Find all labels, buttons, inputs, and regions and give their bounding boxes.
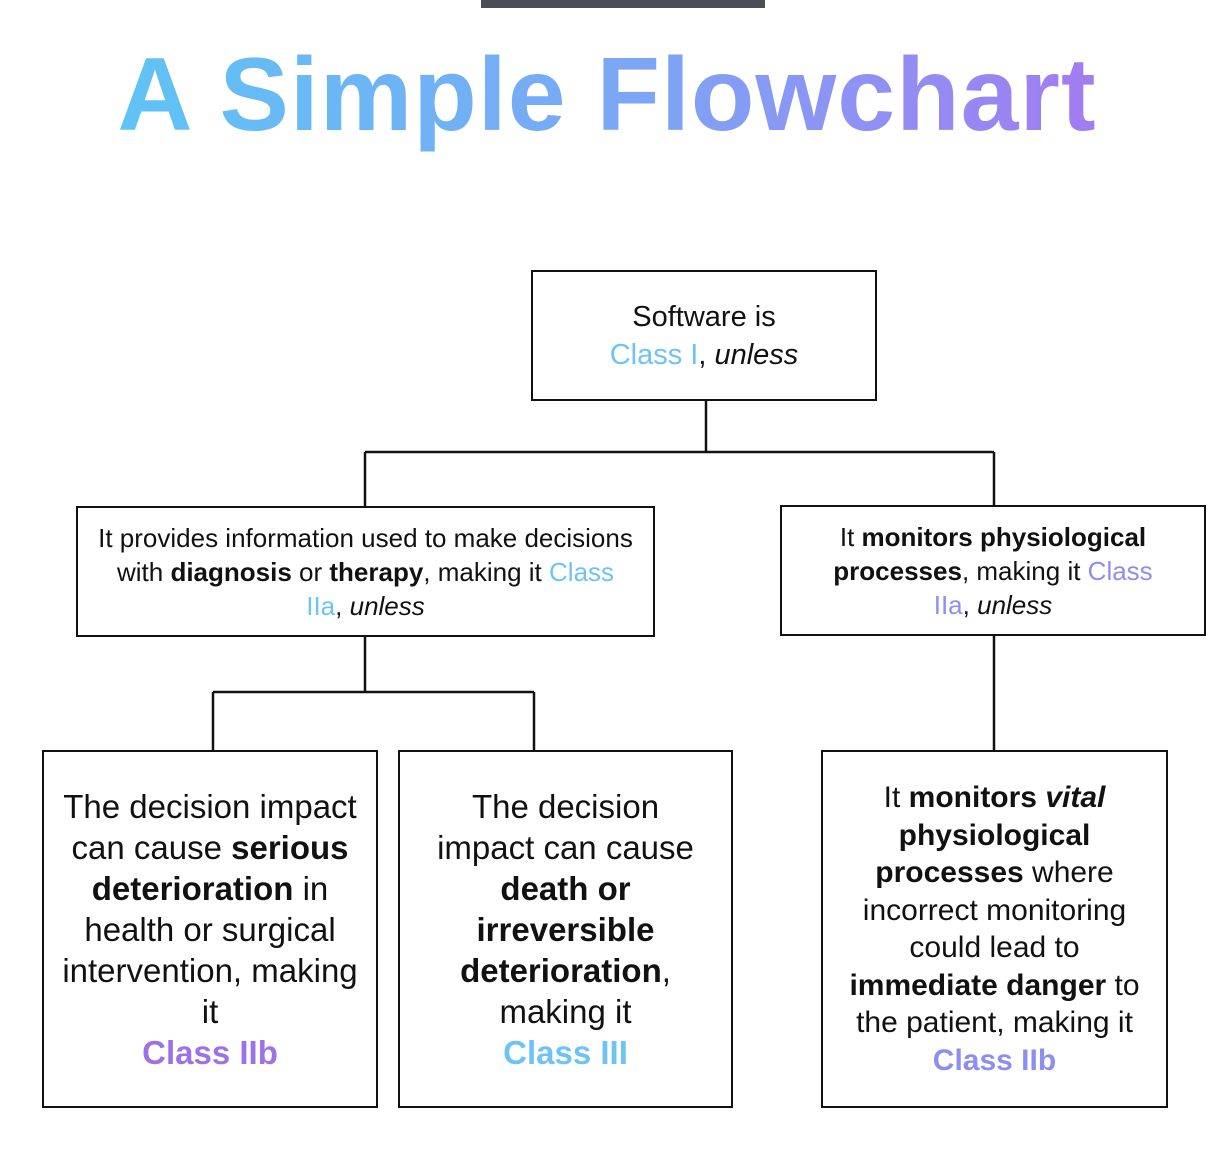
node-leaf1: The decision impact can cause serious de… [42, 750, 378, 1108]
left-class-label: Class IIa [306, 556, 615, 621]
leaf3-b3: immediate danger [849, 968, 1107, 1002]
left-post: , making it [423, 556, 550, 587]
leaf3-b1-italic: vital [1045, 781, 1106, 814]
top-bar [481, 0, 765, 8]
leaf3-post: to the patient, making it [856, 968, 1140, 1040]
leaf3-class-label: Class IIb [932, 1043, 1057, 1077]
leaf3-pre: It [883, 781, 909, 814]
leaf2-class-label: Class III [503, 1033, 628, 1071]
right-sep: , [962, 589, 978, 620]
leaf2-pre: The decision impact can cause [437, 787, 694, 866]
root-unless: unless [714, 338, 799, 371]
leaf3-b2: physiological processes [875, 818, 1091, 890]
left-mid: or [291, 556, 330, 587]
leaf3-b1: monitors [908, 781, 1046, 814]
right-class-label: Class IIa [933, 555, 1153, 620]
title-text: A Simple Flowchart [117, 37, 1097, 153]
left-unless: unless [349, 590, 425, 621]
right-unless: unless [977, 589, 1053, 620]
left-b1: diagnosis [170, 556, 292, 587]
right-pre: It [839, 521, 862, 552]
leaf1-b1: serious deterioration [91, 828, 349, 907]
root-sep: , [698, 338, 715, 371]
page-title: A Simple Flowchart [0, 30, 1214, 160]
class-label: Class I [609, 338, 699, 371]
leaf1-pre: The decision impact can cause [63, 787, 357, 866]
root-line1: Software is [632, 300, 776, 333]
right-post: , making it [961, 555, 1088, 586]
node-leaf2: The decision impact can cause death or i… [398, 750, 733, 1108]
node-leaf3: It monitors vital physiological processe… [821, 750, 1168, 1108]
leaf1-post: in health or surgical intervention, maki… [62, 869, 358, 1030]
left-b2: therapy [329, 556, 424, 587]
leaf2-b1: death or irreversible deterioration [460, 869, 662, 989]
left-pre: It provides information used to make dec… [98, 522, 633, 587]
left-sep: , [335, 590, 350, 621]
node-root: Software is Class I, unless [531, 270, 877, 401]
right-b1: monitors physiological processes [833, 521, 1147, 586]
leaf1-class-label: Class IIb [142, 1033, 278, 1071]
leaf2-post: , making it [499, 951, 671, 1030]
leaf3-mid: where incorrect monitoring could lead to [862, 856, 1127, 964]
node-left: It provides information used to make dec… [76, 506, 655, 637]
node-right: It monitors physiological processes, mak… [780, 505, 1206, 636]
